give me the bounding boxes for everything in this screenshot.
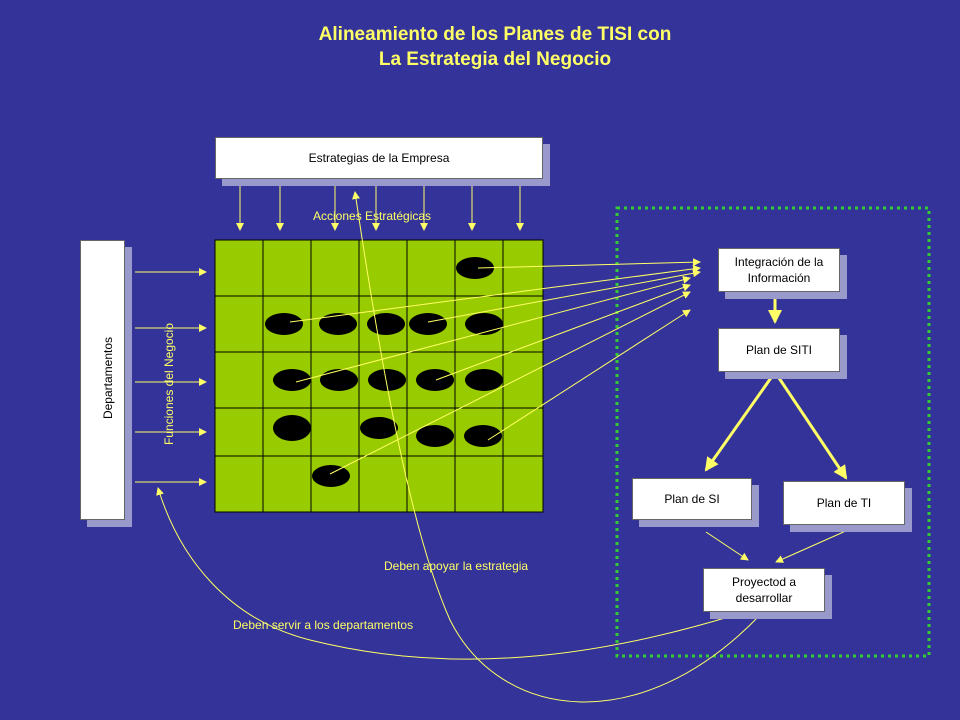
plan-si-label: Plan de SI [664, 492, 720, 506]
grid-ellipse [273, 369, 311, 391]
grid-ellipse [367, 313, 405, 335]
apoyar-label: Deben apoyar la estrategia [384, 559, 529, 573]
proyecto-label: Proyectod a desarrollar [731, 575, 797, 605]
departamentos-box [80, 240, 125, 520]
grid-ellipse [320, 369, 358, 391]
proyecto-box: Proyectod a desarrollar [703, 568, 825, 612]
grid-ellipse [456, 257, 494, 279]
dotted-frame [615, 206, 931, 658]
integracion-box: Integración de la Información [718, 248, 840, 292]
departamentos-label: Departamentos [101, 336, 115, 420]
plan-siti-box: Plan de SITI [718, 328, 840, 372]
estrategias-box: Estrategias de la Empresa [215, 137, 543, 179]
plan-arrows [704, 297, 849, 563]
acciones-label: Acciones Estratégicas [313, 209, 432, 223]
grid-ellipse [273, 415, 311, 441]
grid-ellipse [465, 369, 503, 391]
grid-ellipse [416, 369, 454, 391]
grid-ellipse [360, 417, 398, 439]
grid-ellipse [312, 465, 350, 487]
grid-ellipse [319, 313, 357, 335]
plan-si-box: Plan de SI [632, 478, 752, 520]
grid-ellipse [465, 313, 503, 335]
integracion-label: Integración de la Información [734, 255, 824, 285]
estrategias-label: Estrategias de la Empresa [308, 151, 450, 165]
grid-ellipse [416, 425, 454, 447]
diagram-title: Alineamiento de los Planes de TISI con L… [0, 22, 960, 72]
integration-lines [289, 258, 701, 475]
funcion-arrows [135, 268, 207, 486]
grid-ellipse [368, 369, 406, 391]
grid-ellipse [409, 313, 447, 335]
plan-ti-box: Plan de TI [783, 481, 905, 525]
grid-ellipse [464, 425, 502, 447]
plan-ti-label: Plan de TI [816, 496, 872, 510]
servir-label: Deben servir a los departamentos [233, 618, 414, 632]
plan-siti-label: Plan de SITI [745, 343, 813, 357]
grid-ellipse [265, 313, 303, 335]
title-line-1: Alineamiento de los Planes de TISI con [318, 24, 672, 45]
funciones-label: Funciones del Negocio [162, 322, 176, 446]
title-line-2: La Estrategia del Negocio [378, 49, 612, 70]
curve-apoyar [352, 191, 761, 703]
curve-servir [156, 487, 736, 660]
accion-arrows [236, 185, 524, 231]
